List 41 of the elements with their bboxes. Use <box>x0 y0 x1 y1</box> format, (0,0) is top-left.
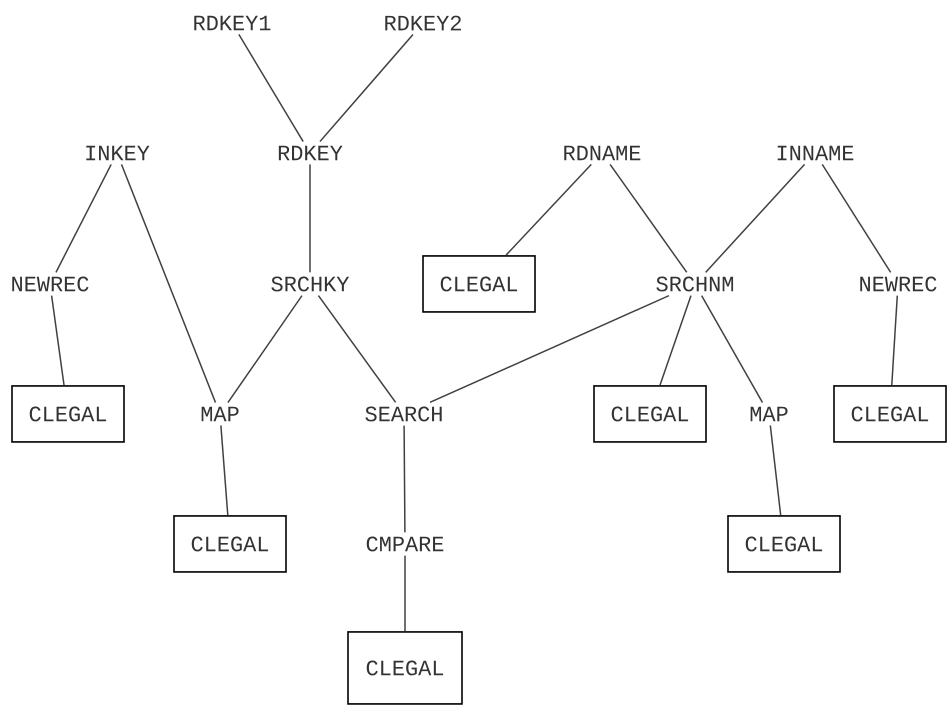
module-label: SRCHKY <box>271 276 350 292</box>
connector-line <box>120 164 216 403</box>
connector-line <box>319 34 414 142</box>
connector-line <box>505 164 592 256</box>
connector-line <box>705 164 806 273</box>
connector-line <box>610 164 688 273</box>
module-label: MAP <box>750 406 788 422</box>
connector-line <box>238 34 304 142</box>
module-box: CLEGAL <box>422 255 536 313</box>
module-box: CLEGAL <box>593 385 707 443</box>
module-label: MAP <box>202 406 239 422</box>
connector-line <box>822 164 892 273</box>
module-label: INNAME <box>778 146 854 160</box>
connector-line <box>227 295 303 403</box>
module-label: INKEY <box>86 146 150 160</box>
connector-line <box>309 164 311 272</box>
connector-line <box>50 296 65 386</box>
module-label: CMPARE <box>366 536 444 552</box>
connector-line <box>55 164 112 273</box>
module-label: RDKEY1 <box>194 16 270 30</box>
module-label: NEWREC <box>860 276 937 292</box>
connector-line <box>403 426 406 532</box>
connector-line <box>891 296 898 386</box>
module-label: SEARCH <box>365 406 442 422</box>
module-label: RDKEY <box>278 146 342 160</box>
connector-line <box>659 295 692 386</box>
module-box: CLEGAL <box>727 515 841 573</box>
module-label: RDNAME <box>564 146 640 160</box>
module-label: NEWREC <box>12 276 89 292</box>
module-label: RDKEY2 <box>385 16 461 30</box>
module-box: CLEGAL <box>347 631 463 705</box>
module-box: CLEGAL <box>173 515 287 573</box>
module-box: CLEGAL <box>833 385 947 443</box>
connector-line <box>770 425 782 516</box>
connector-line <box>430 294 670 404</box>
connector-line <box>318 295 396 403</box>
module-label: SRCHNM <box>656 276 734 292</box>
connector-line <box>220 425 229 516</box>
connector-line <box>404 556 406 632</box>
module-box: CLEGAL <box>11 385 125 443</box>
connector-line <box>700 295 764 403</box>
